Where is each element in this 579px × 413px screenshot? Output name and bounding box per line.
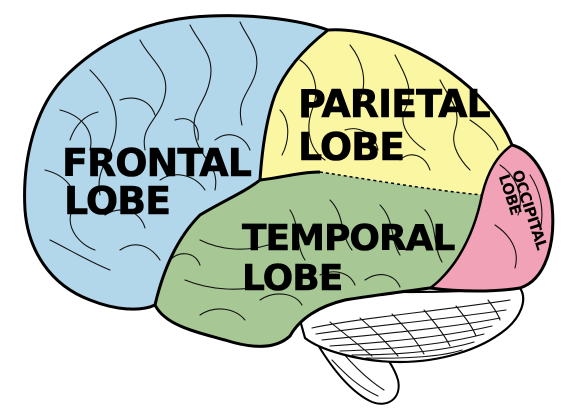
- temporal-lobe-label-line1: TEMPORAL: [242, 218, 455, 259]
- gyri-lines: [44, 21, 543, 321]
- brain-outline: [23, 14, 555, 348]
- central-sulcus: [258, 28, 329, 181]
- parietal-temporal-boundary: [319, 171, 483, 196]
- parieto-occipital-sulcus: [429, 143, 513, 290]
- frontal-lobe-label-line1: FRONTAL: [62, 141, 252, 185]
- parietal-lobe-region: [260, 29, 512, 195]
- temporal-lobe-region: [155, 172, 482, 347]
- frontal-lobe-region: [24, 15, 328, 310]
- parietal-lobe-label-line1: PARIETAL: [298, 82, 491, 126]
- lateral-sulcus: [153, 170, 321, 306]
- parietal-lobe-label-line2: LOBE: [298, 125, 404, 169]
- cerebellum-folia: [311, 299, 511, 359]
- temporal-lobe-label-line2: LOBE: [242, 258, 342, 299]
- frontal-lobe-label-line2: LOBE: [64, 179, 170, 223]
